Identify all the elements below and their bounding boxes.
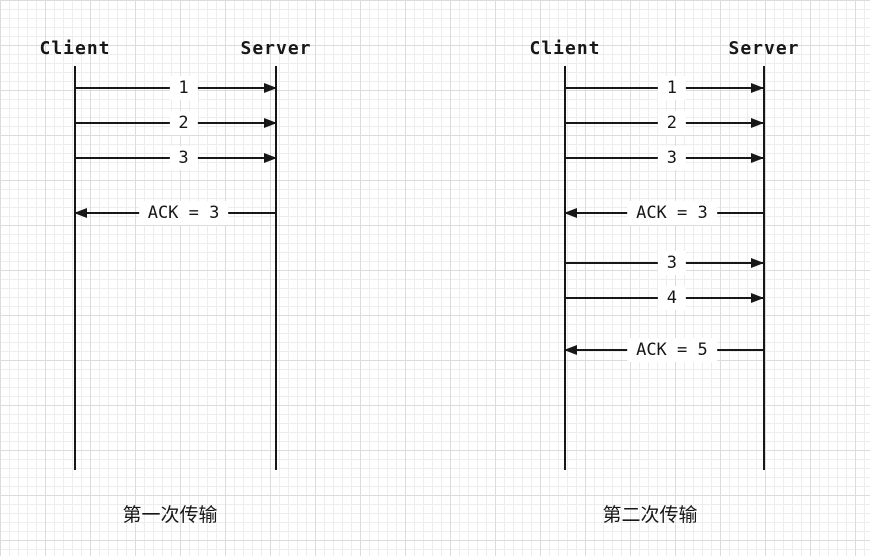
message-label: 4 (657, 286, 687, 310)
arrowhead-right-icon (751, 258, 764, 268)
arrowhead-left-icon (564, 345, 577, 355)
server-lifeline (763, 66, 765, 470)
message-label: ACK = 3 (138, 201, 229, 225)
message-label: 3 (169, 146, 198, 170)
arrowhead-right-icon (751, 118, 764, 128)
message-label: 2 (169, 111, 198, 135)
panel-caption: 第二次传输 (602, 504, 698, 526)
message-label: 1 (169, 76, 198, 100)
arrowhead-left-icon (564, 208, 577, 218)
message-label: 1 (657, 76, 687, 100)
client-lifeline (564, 66, 566, 470)
client-label: Client (39, 38, 111, 59)
message-label: 3 (657, 251, 687, 275)
message-label: ACK = 5 (627, 338, 717, 362)
panel-caption: 第一次传输 (122, 504, 218, 526)
server-label: Server (240, 38, 312, 59)
arrowhead-right-icon (751, 293, 764, 303)
arrowhead-right-icon (751, 153, 764, 163)
client-label: Client (529, 38, 601, 59)
message-label: 3 (657, 146, 687, 170)
server-label: Server (728, 38, 800, 59)
arrowhead-right-icon (264, 118, 277, 128)
arrowhead-right-icon (751, 83, 764, 93)
arrowhead-right-icon (264, 153, 277, 163)
client-lifeline (74, 66, 76, 470)
message-label: ACK = 3 (627, 201, 717, 225)
server-lifeline (275, 66, 277, 470)
message-label: 2 (657, 111, 687, 135)
arrowhead-right-icon (264, 83, 277, 93)
arrowhead-left-icon (74, 208, 87, 218)
